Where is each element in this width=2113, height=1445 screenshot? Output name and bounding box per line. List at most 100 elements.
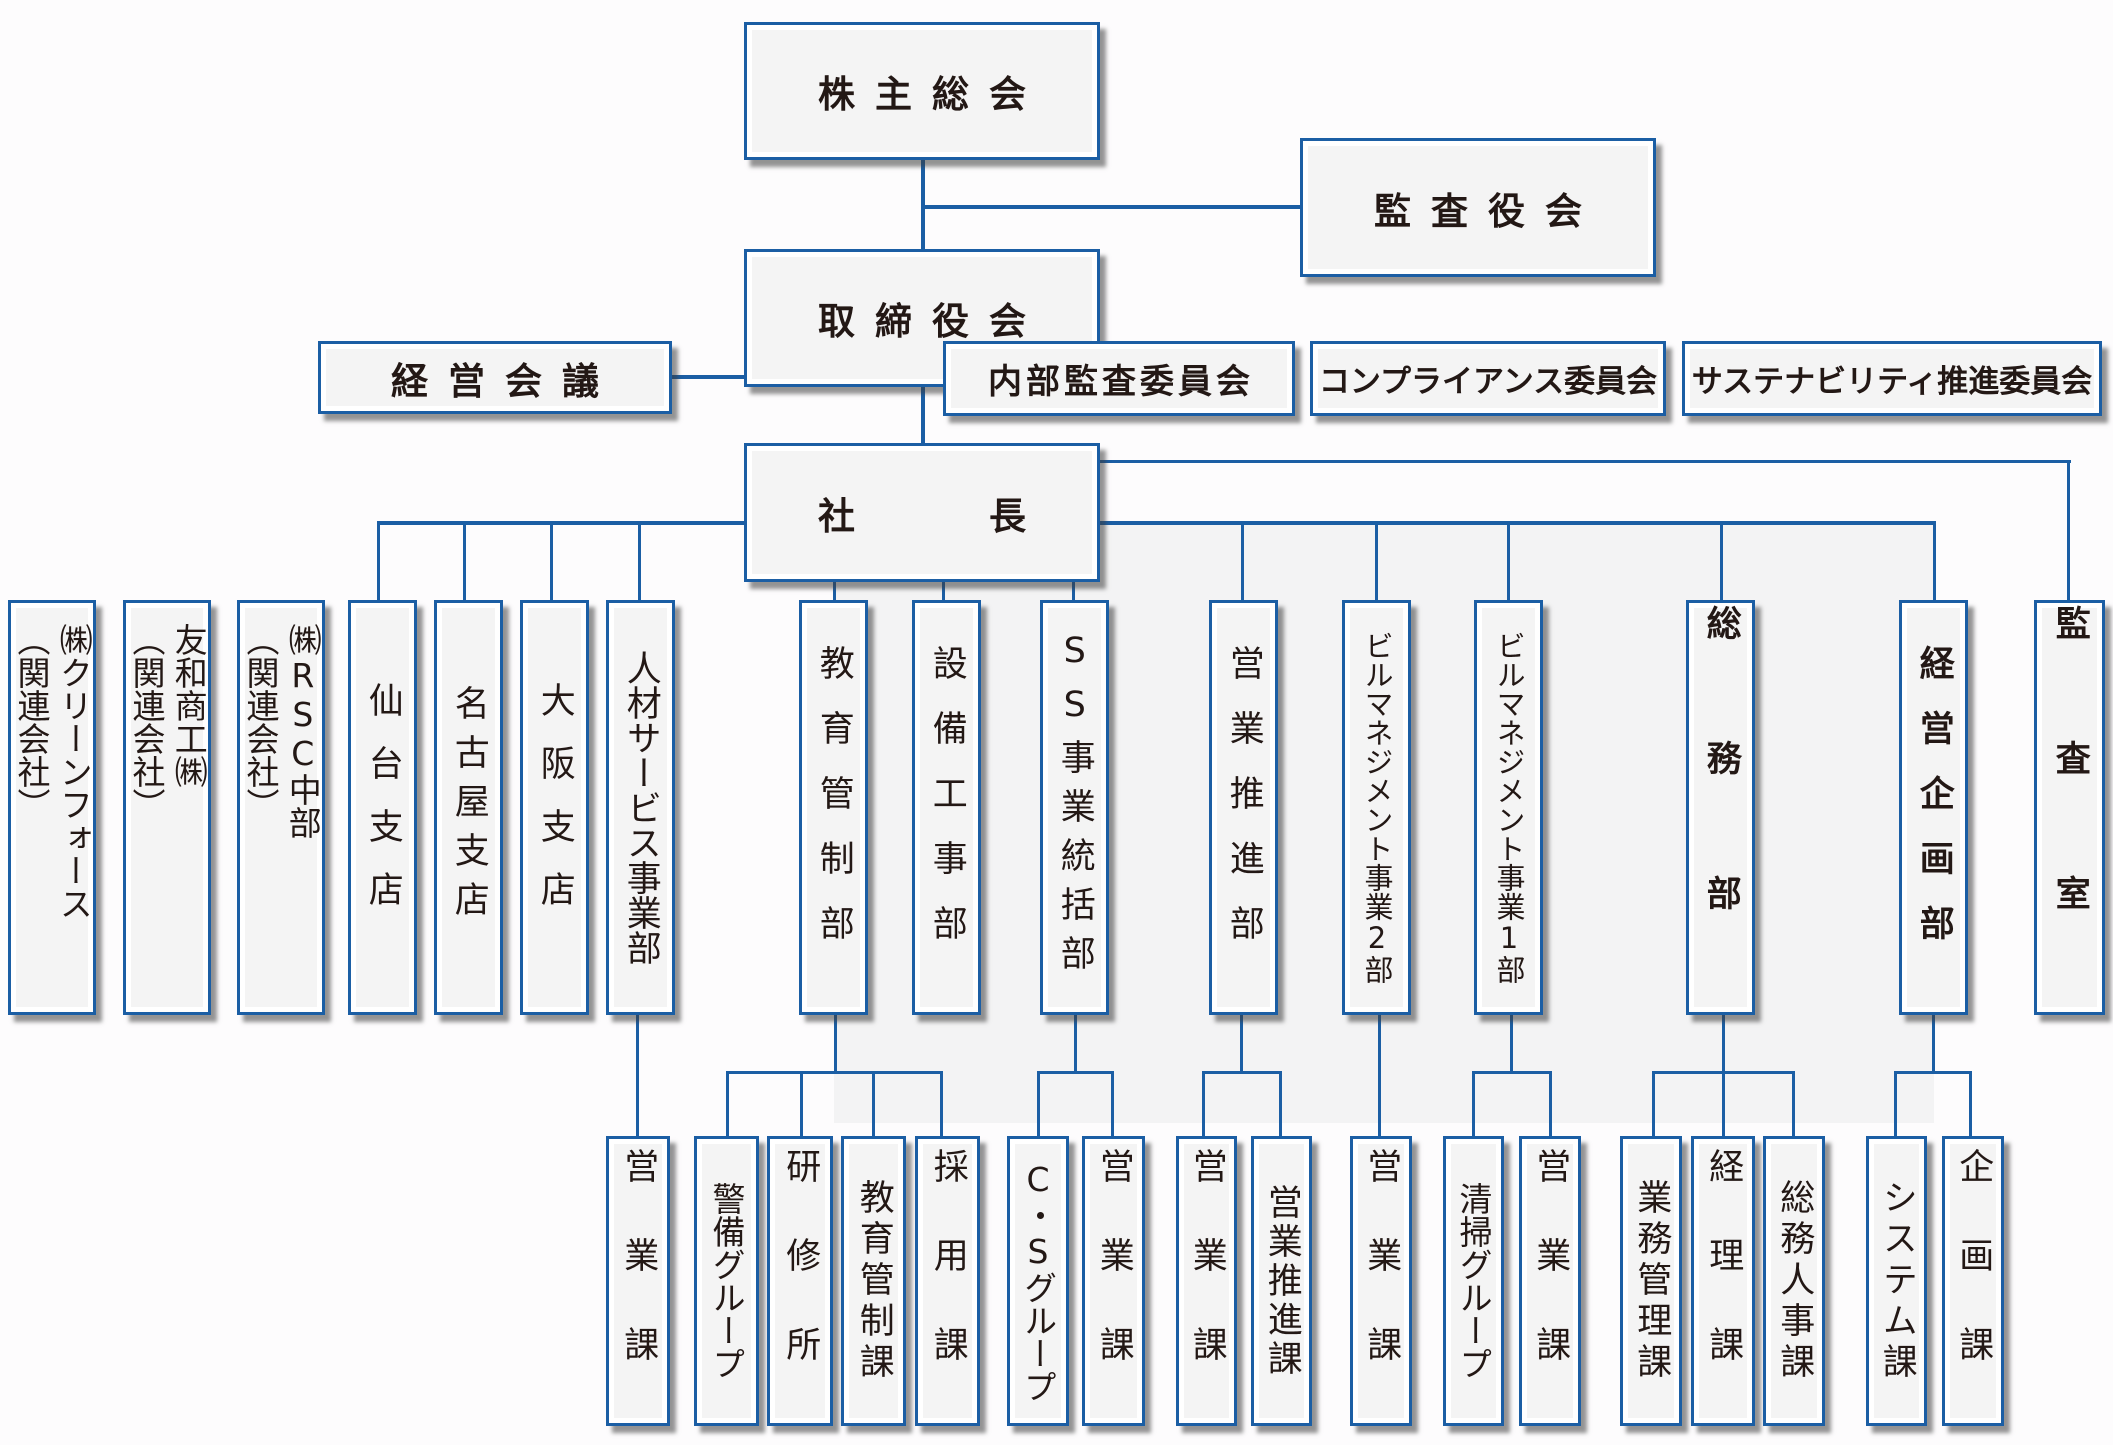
connector xyxy=(550,523,553,601)
section-label: 営業課 xyxy=(1093,1147,1134,1415)
connector xyxy=(1472,1071,1475,1137)
affiliate-note: （関連会社） xyxy=(241,623,280,821)
section-label: 研修所 xyxy=(780,1147,821,1415)
connector xyxy=(834,1015,837,1073)
section-box: 営業課 xyxy=(1519,1136,1581,1426)
affiliate-note: （関連会社） xyxy=(12,623,51,821)
committee-internal-audit: 内部監査委員会 xyxy=(943,341,1295,416)
department-label: 大阪支店 xyxy=(534,681,575,934)
section-box: 営業推進課 xyxy=(1251,1136,1312,1426)
section-label: 業務管理課 xyxy=(1631,1178,1672,1384)
section-label: C・Sグループ xyxy=(1018,1159,1058,1403)
department-label: 人材サービス事業部 xyxy=(620,650,661,965)
section-box: 業務管理課 xyxy=(1620,1136,1682,1426)
section-label: 営業課 xyxy=(1186,1147,1227,1415)
committee-sustainability: サステナビリティ推進委員会 xyxy=(1682,341,2102,416)
department-bus xyxy=(377,521,1936,525)
connector xyxy=(1507,523,1510,601)
connector xyxy=(1375,523,1378,601)
department-label: 設備工事部 xyxy=(926,645,967,970)
section-label: 総務人事課 xyxy=(1774,1178,1815,1384)
section-box: 教育管制課 xyxy=(841,1136,906,1426)
shareholders-meeting-box: 株主総会 xyxy=(744,22,1100,160)
section-label: 経理課 xyxy=(1703,1147,1744,1415)
committee-label: 内部監査委員会 xyxy=(988,362,1254,402)
section-box: システム課 xyxy=(1866,1136,1927,1426)
section-box: 清掃グループ xyxy=(1443,1136,1504,1426)
section-label: 営業推進課 xyxy=(1261,1183,1302,1379)
connector xyxy=(463,523,466,601)
department-label: 営業推進部 xyxy=(1223,645,1264,970)
connector xyxy=(1894,1071,1897,1137)
section-box: 警備グループ xyxy=(694,1136,759,1426)
affiliate-box: ㈱クリーンフォース （関連会社） xyxy=(8,600,96,1015)
affiliate-name: ㈱RSC中部 xyxy=(283,623,323,839)
connector xyxy=(1240,1015,1243,1073)
affiliate-box: ㈱RSC中部 （関連会社） xyxy=(237,600,325,1015)
connector xyxy=(1720,523,1723,601)
department-box: ビルマネジメント事業2部 xyxy=(1342,600,1411,1015)
section-label: 企画課 xyxy=(1953,1147,1994,1415)
department-box: 教育管制部 xyxy=(799,600,868,1015)
section-box: 営業課 xyxy=(1350,1136,1412,1426)
committee-compliance: コンプライアンス委員会 xyxy=(1310,341,1666,416)
section-label: 清掃グループ xyxy=(1454,1182,1493,1380)
section-label: 警備グループ xyxy=(707,1182,746,1380)
connector xyxy=(1241,523,1244,601)
affiliate-box: 友和商工㈱ （関連会社） xyxy=(123,600,211,1015)
section-box: 経理課 xyxy=(1691,1136,1755,1426)
department-box: 営業推進部 xyxy=(1209,600,1278,1015)
connector xyxy=(940,1071,943,1137)
department-label: ビルマネジメント事業1部 xyxy=(1492,631,1526,984)
section-label: 営業課 xyxy=(1530,1147,1571,1415)
audit-board-label: 監査役会 xyxy=(1374,189,1602,233)
connector xyxy=(377,523,380,601)
department-label: 経営企画部 xyxy=(1913,645,1954,970)
connector-trunk xyxy=(921,283,924,525)
connector xyxy=(1472,1071,1552,1074)
section-box: C・Sグループ xyxy=(1007,1136,1069,1426)
connector xyxy=(1652,1071,1655,1137)
department-box: 大阪支店 xyxy=(520,600,589,1015)
section-box: 営業課 xyxy=(1176,1136,1237,1426)
connector xyxy=(1792,1071,1795,1137)
department-box: 仙台支店 xyxy=(348,600,417,1015)
connector xyxy=(726,1071,942,1074)
connector xyxy=(1510,1015,1513,1073)
section-box: 採用課 xyxy=(915,1136,980,1426)
section-label: 営業課 xyxy=(1361,1147,1402,1415)
department-box: 人材サービス事業部 xyxy=(606,600,675,1015)
section-box: 営業課 xyxy=(606,1136,670,1426)
connector xyxy=(872,1071,875,1137)
section-label: システム課 xyxy=(1876,1178,1917,1384)
management-meeting-box: 経営会議 xyxy=(318,341,672,414)
connector xyxy=(1722,1015,1725,1073)
department-box: 名古屋支店 xyxy=(434,600,503,1015)
department-label: 名古屋支店 xyxy=(448,685,489,930)
section-box: 営業課 xyxy=(1082,1136,1145,1426)
department-label: ビルマネジメント事業2部 xyxy=(1360,631,1394,984)
connector xyxy=(1933,523,1936,601)
department-box: ビルマネジメント事業1部 xyxy=(1474,600,1543,1015)
connector xyxy=(1202,1071,1205,1137)
connector xyxy=(726,1071,729,1137)
management-meeting-label: 経営会議 xyxy=(391,359,619,403)
section-box: 総務人事課 xyxy=(1763,1136,1825,1426)
affiliate-name: ㈱クリーンフォース xyxy=(54,623,94,920)
connector xyxy=(1932,1015,1935,1073)
connector xyxy=(1074,1015,1077,1073)
affiliate-note: （関連会社） xyxy=(127,623,166,821)
department-label: SS事業統括部 xyxy=(1054,631,1095,984)
section-label: 採用課 xyxy=(927,1147,968,1415)
connector-audit-bus xyxy=(921,460,2071,463)
connector xyxy=(1378,1015,1381,1137)
section-label: 営業課 xyxy=(618,1147,659,1415)
connector xyxy=(1279,1071,1282,1137)
committee-label: サステナビリティ推進委員会 xyxy=(1691,364,2093,400)
section-label: 教育管制課 xyxy=(853,1178,894,1384)
department-box: 設備工事部 xyxy=(912,600,981,1015)
connector xyxy=(638,523,641,601)
connector xyxy=(1969,1071,1972,1137)
department-box: SS事業統括部 xyxy=(1040,600,1109,1015)
connector xyxy=(1037,1071,1040,1137)
